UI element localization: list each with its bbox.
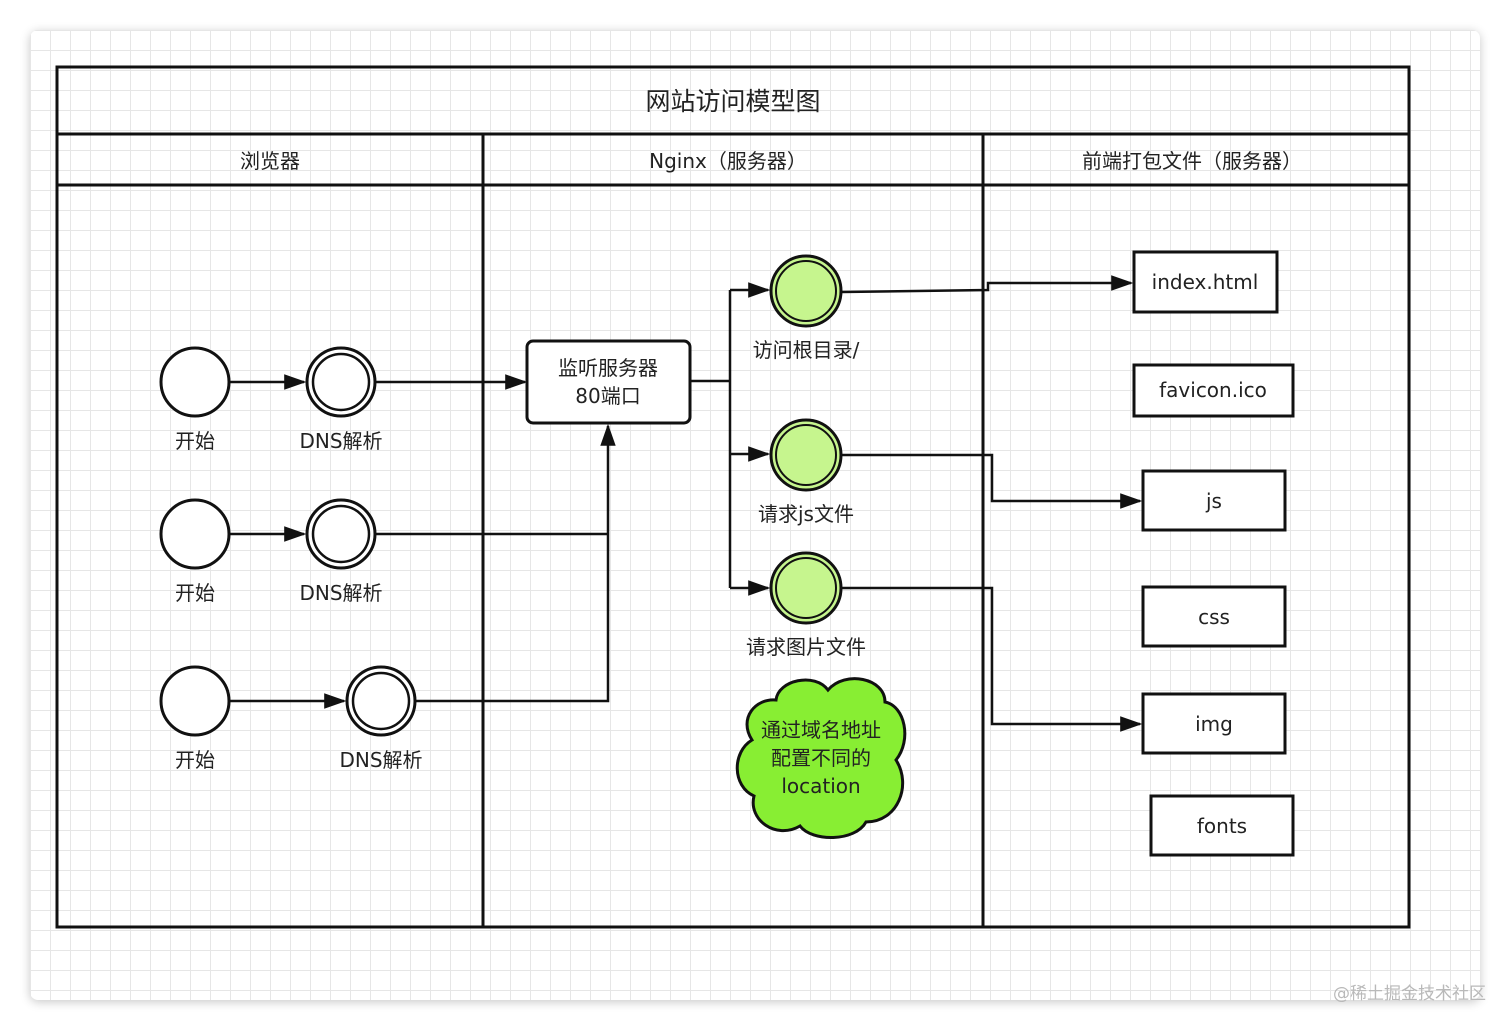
- edge-img-imgfile: [842, 586, 1143, 732]
- connectors: [229, 275, 1143, 732]
- browser-row-2: 开始 DNS解析: [159, 498, 383, 605]
- nginx-node-js-label: 请求js文件: [758, 502, 854, 526]
- dns-node: [305, 346, 377, 418]
- edge-js-jsfile: [842, 453, 1143, 509]
- start-label: 开始: [175, 581, 215, 605]
- file-box-fonts: fonts: [1149, 794, 1295, 857]
- dns-label: DNS解析: [299, 581, 382, 605]
- start-node: [159, 346, 231, 418]
- cloud-line-1: 通过域名地址: [761, 718, 881, 742]
- file-box-favicon: favicon.ico: [1132, 363, 1295, 418]
- listen-box-line-2: 80端口: [575, 384, 640, 408]
- nginx-node-js: 请求js文件: [758, 418, 854, 526]
- nginx-node-img-label: 请求图片文件: [746, 635, 866, 659]
- dns-node: [345, 665, 417, 737]
- browser-row-3: 开始 DNS解析: [159, 665, 423, 772]
- location-cloud-note: 通过域名地址 配置不同的 location: [735, 677, 907, 839]
- lane-header-browser: 浏览器: [240, 149, 300, 173]
- listen-box-line-1: 监听服务器: [558, 356, 658, 380]
- dns-node-inner-ring: [351, 671, 411, 731]
- dns-label: DNS解析: [339, 748, 422, 772]
- start-node: [159, 498, 231, 570]
- swimlane-frame: [55, 65, 1411, 929]
- file-label: img: [1195, 712, 1233, 736]
- file-box-js: js: [1141, 469, 1287, 532]
- nginx-node-root: 访问根目录/: [753, 254, 860, 362]
- file-label: fonts: [1197, 814, 1247, 838]
- nginx-node-img: 请求图片文件: [746, 551, 866, 659]
- dns-label: DNS解析: [299, 429, 382, 453]
- file-box-css: css: [1141, 585, 1287, 648]
- lane-header-nginx: Nginx（服务器）: [649, 149, 807, 173]
- diagram-title: 网站访问模型图: [645, 87, 820, 116]
- file-label: js: [1205, 489, 1222, 513]
- dns-node-inner-ring: [311, 352, 371, 412]
- browser-row-1: 开始 DNS解析: [159, 346, 383, 453]
- dns-node-inner-ring: [311, 504, 371, 564]
- file-box-index-html: index.html: [1132, 250, 1279, 314]
- watermark: @稀土掘金技术社区: [1333, 984, 1486, 1004]
- cloud-line-3: location: [781, 774, 860, 798]
- cloud-line-2: 配置不同的: [771, 746, 871, 770]
- nginx-node-root-label: 访问根目录/: [753, 338, 860, 362]
- cloud-shape: [735, 677, 907, 839]
- listen-server-box: 监听服务器 80端口: [525, 339, 692, 425]
- lane-header-files: 前端打包文件（服务器）: [1082, 149, 1302, 173]
- file-label: css: [1198, 605, 1230, 629]
- start-node: [159, 665, 231, 737]
- file-label: index.html: [1152, 270, 1259, 294]
- edge-dns3-listen: [416, 423, 616, 703]
- file-box-img: img: [1141, 692, 1287, 755]
- edge-root-index: [841, 275, 1134, 294]
- dns-node: [305, 498, 377, 570]
- start-label: 开始: [175, 429, 215, 453]
- start-label: 开始: [175, 748, 215, 772]
- file-label: favicon.ico: [1159, 378, 1267, 402]
